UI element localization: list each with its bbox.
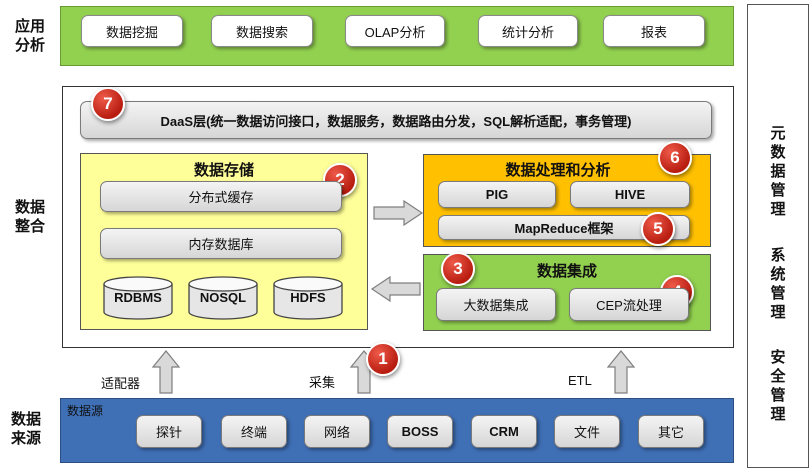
badge-5: 5 (641, 212, 675, 246)
arrow-right-icon (373, 199, 424, 227)
app-item-reports[interactable]: 报表 (603, 15, 705, 47)
db-rdbms-label: RDBMS (114, 290, 162, 305)
arrow-up-etl-icon (606, 350, 636, 394)
flow-label-etl: ETL (568, 373, 592, 388)
source-item-crm[interactable]: CRM (471, 415, 537, 448)
security-management-label: 安 全 管 理 (770, 349, 786, 423)
daas-layer[interactable]: DaaS层(统一数据访问接口，数据服务，数据路由分发，SQL解析适配，事务管理) (80, 101, 712, 139)
data-source-layer: 数据源 探针 终端 网络 BOSS CRM 文件 其它 (60, 398, 734, 463)
layer-label-application: 应用 分析 (14, 18, 45, 54)
badge-3: 3 (441, 252, 475, 286)
badge-1: 1 (366, 342, 400, 376)
app-item-olap[interactable]: OLAP分析 (345, 15, 445, 47)
flow-label-adapter: 适配器 (101, 376, 141, 391)
source-item-other[interactable]: 其它 (638, 415, 704, 448)
arrow-up-adapter-icon (151, 350, 181, 394)
db-rdbms[interactable]: RDBMS (102, 275, 174, 321)
storage-in-memory-db[interactable]: 内存数据库 (100, 228, 342, 259)
source-item-probe[interactable]: 探针 (136, 415, 202, 448)
data-integration-title: 数据集成 (536, 263, 597, 280)
processing-hive[interactable]: HIVE (570, 181, 690, 208)
processing-title: 数据处理和分析 (505, 162, 611, 179)
app-item-data-search[interactable]: 数据搜索 (211, 15, 313, 47)
db-hdfs-label: HDFS (290, 290, 326, 305)
layer-label-source: 数据 来源 (10, 411, 41, 447)
application-layer: 数据挖掘 数据搜索 OLAP分析 统计分析 报表 (60, 6, 734, 66)
source-item-file[interactable]: 文件 (554, 415, 620, 448)
db-nosql-label: NOSQL (199, 290, 247, 305)
processing-pig[interactable]: PIG (438, 181, 556, 208)
storage-title: 数据存储 (193, 162, 254, 179)
integration-cep[interactable]: CEP流处理 (569, 288, 689, 321)
integration-big-data[interactable]: 大数据集成 (436, 288, 556, 321)
db-hdfs[interactable]: HDFS (272, 275, 344, 321)
storage-distributed-cache[interactable]: 分布式缓存 (100, 181, 342, 212)
cylinder-icon (188, 276, 258, 320)
source-item-terminal[interactable]: 终端 (221, 415, 287, 448)
cylinder-icon (103, 276, 173, 320)
app-item-data-mining[interactable]: 数据挖掘 (81, 15, 183, 47)
system-management-label: 系 统 管 理 (770, 247, 786, 321)
cylinder-icon (273, 276, 343, 320)
data-source-title: 数据源 (67, 404, 104, 418)
db-nosql[interactable]: NOSQL (187, 275, 259, 321)
badge-7: 7 (91, 87, 125, 121)
arrow-left-icon (370, 275, 421, 303)
metadata-management-label: 元 数 据 管 理 (770, 125, 786, 218)
flow-label-collect: 采集 (309, 375, 336, 390)
badge-6: 6 (658, 141, 692, 175)
management-panel (747, 4, 809, 468)
layer-label-integration: 数据 整合 (14, 199, 45, 235)
source-item-network[interactable]: 网络 (304, 415, 370, 448)
source-item-boss[interactable]: BOSS (387, 415, 453, 448)
app-item-statistics[interactable]: 统计分析 (478, 15, 578, 47)
